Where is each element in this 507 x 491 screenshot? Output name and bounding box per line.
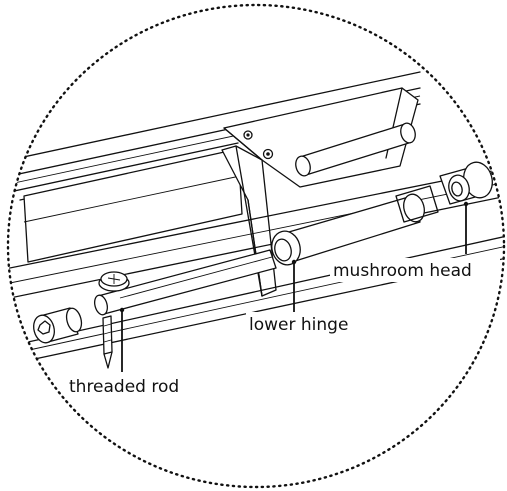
detail-circle-border [6,3,506,489]
threaded-rod-part [94,249,277,369]
upper-rail [8,71,421,201]
mushroom-head-part [439,161,493,205]
lower-hinge-barrel [271,185,439,266]
hinge-assembly-drawing [8,71,504,372]
lower-rail [8,167,504,361]
upper-hinge-knuckle [295,122,416,177]
callout-threaded-rod: threaded rod [69,377,179,397]
left-end-cap [33,307,83,344]
callout-lower-hinge: lower hinge [249,315,348,335]
screw-head [98,271,130,292]
back-panel [23,148,243,263]
callout-mushroom-head: mushroom head [333,261,472,281]
